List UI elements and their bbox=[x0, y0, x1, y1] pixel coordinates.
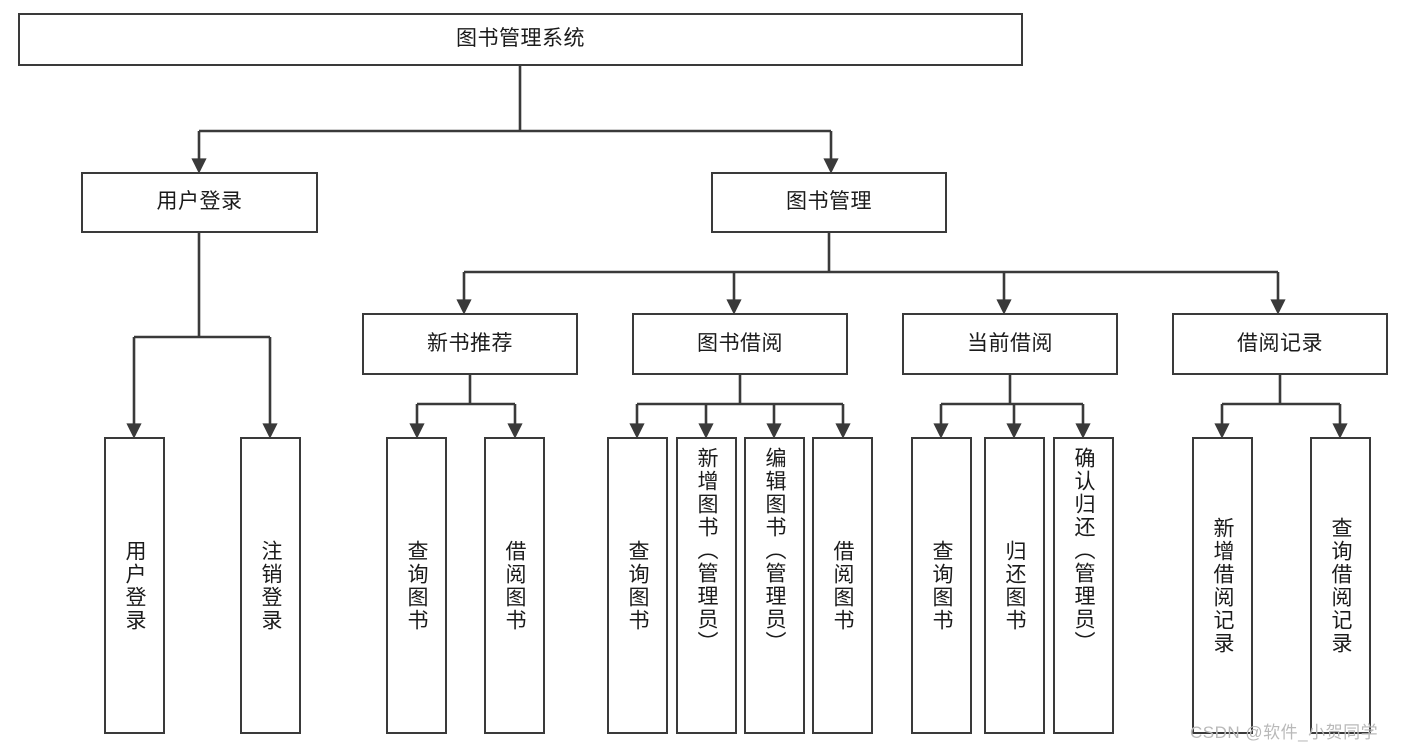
leaf-query-book-3-label: 查询图书 bbox=[930, 539, 953, 632]
node-book-borrow[interactable]: 图书借阅 bbox=[632, 313, 848, 375]
leaf-confirm-return-admin-label: 确认归还（管理员） bbox=[1072, 447, 1095, 654]
node-borrow-record-label: 借阅记录 bbox=[1237, 331, 1323, 355]
leaf-query-borrow-record-label: 查询借阅记录 bbox=[1329, 516, 1352, 655]
leaf-user-login[interactable]: 用户登录 bbox=[104, 437, 165, 734]
leaf-user-login-label: 用户登录 bbox=[123, 539, 146, 632]
leaf-add-book-admin-label: 新增图书（管理员） bbox=[695, 447, 718, 654]
node-user-login[interactable]: 用户登录 bbox=[81, 172, 318, 233]
csdn-watermark-text: CSDN @软件_小贺同学 bbox=[1190, 723, 1379, 742]
leaf-confirm-return-admin[interactable]: 确认归还（管理员） bbox=[1053, 437, 1114, 734]
node-new-book-recommend[interactable]: 新书推荐 bbox=[362, 313, 578, 375]
leaf-borrow-book-1[interactable]: 借阅图书 bbox=[484, 437, 545, 734]
leaf-query-book-1[interactable]: 查询图书 bbox=[386, 437, 447, 734]
node-current-borrow[interactable]: 当前借阅 bbox=[902, 313, 1118, 375]
node-user-login-label: 用户登录 bbox=[156, 190, 243, 214]
leaf-edit-book-admin-label: 编辑图书（管理员） bbox=[763, 447, 786, 654]
node-borrow-record[interactable]: 借阅记录 bbox=[1172, 313, 1388, 375]
leaf-query-book-1-label: 查询图书 bbox=[405, 539, 428, 632]
node-book-manage[interactable]: 图书管理 bbox=[711, 172, 947, 233]
leaf-add-borrow-record-label: 新增借阅记录 bbox=[1211, 516, 1234, 655]
node-book-manage-label: 图书管理 bbox=[786, 190, 872, 214]
leaf-add-book-admin[interactable]: 新增图书（管理员） bbox=[676, 437, 737, 734]
leaf-query-book-2-label: 查询图书 bbox=[626, 539, 649, 632]
leaf-borrow-book-1-label: 借阅图书 bbox=[503, 539, 526, 632]
leaf-borrow-book-2-label: 借阅图书 bbox=[831, 539, 854, 632]
leaf-return-book-label: 归还图书 bbox=[1003, 539, 1026, 632]
leaf-logout-login[interactable]: 注销登录 bbox=[240, 437, 301, 734]
node-current-borrow-label: 当前借阅 bbox=[967, 331, 1053, 355]
leaf-return-book[interactable]: 归还图书 bbox=[984, 437, 1045, 734]
leaf-query-book-3[interactable]: 查询图书 bbox=[911, 437, 972, 734]
node-new-book-recommend-label: 新书推荐 bbox=[427, 331, 513, 355]
node-root[interactable]: 图书管理系统 bbox=[18, 13, 1023, 66]
leaf-query-book-2[interactable]: 查询图书 bbox=[607, 437, 668, 734]
csdn-watermark: CSDN @软件_小贺同学 bbox=[1190, 718, 1378, 743]
node-root-label: 图书管理系统 bbox=[456, 27, 585, 51]
leaf-edit-book-admin[interactable]: 编辑图书（管理员） bbox=[744, 437, 805, 734]
leaf-add-borrow-record[interactable]: 新增借阅记录 bbox=[1192, 437, 1253, 734]
leaf-query-borrow-record[interactable]: 查询借阅记录 bbox=[1310, 437, 1371, 734]
leaf-borrow-book-2[interactable]: 借阅图书 bbox=[812, 437, 873, 734]
leaf-logout-login-label: 注销登录 bbox=[259, 539, 282, 632]
node-book-borrow-label: 图书借阅 bbox=[697, 331, 783, 355]
